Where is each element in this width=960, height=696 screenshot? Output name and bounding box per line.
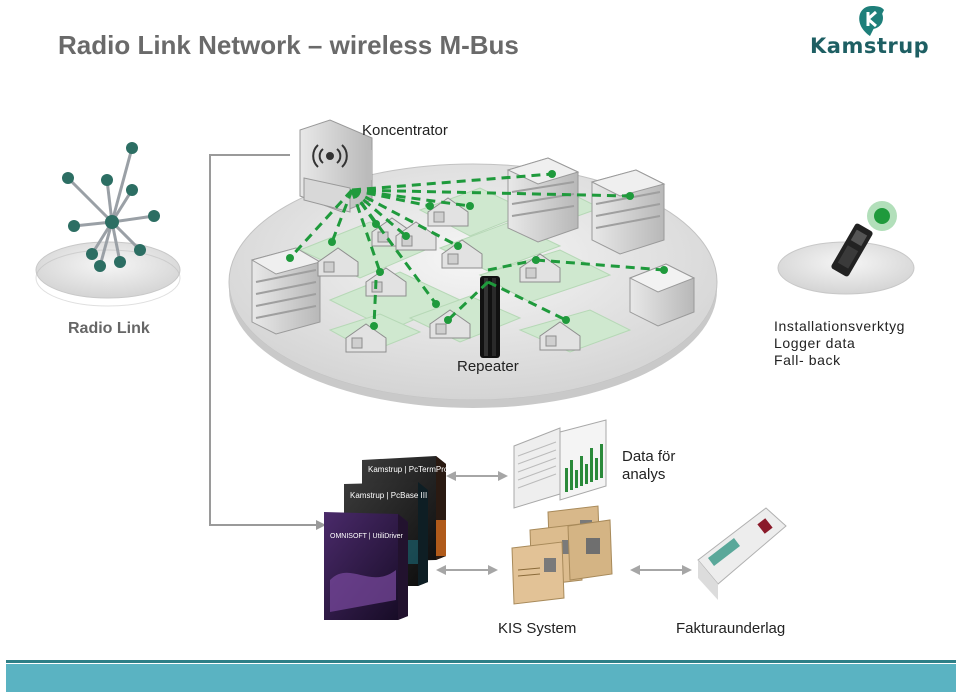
installation-line: Logger data: [774, 335, 856, 351]
radio-link-endpoints: [286, 170, 668, 330]
box-label-back: Kamstrup | PcTermPro III: [368, 465, 457, 474]
kis-folders: [511, 505, 613, 605]
folder: [567, 519, 613, 581]
data-analys-label: Data för analys: [622, 448, 675, 484]
office-building: [628, 263, 696, 327]
footer-divider: [6, 660, 956, 663]
apartment-building-right: [590, 169, 666, 255]
double-arrow: [630, 565, 692, 575]
folder: [511, 541, 565, 605]
network-diagram: Kamstrup | PcTermPro III Kamstrup | PcBa…: [35, 119, 915, 620]
house: [539, 321, 581, 351]
handheld-device-icon: [831, 201, 897, 277]
apartment-building-left: [250, 247, 322, 335]
radio-link-nodes: [62, 142, 160, 272]
wireless-signal-icon: [312, 144, 348, 168]
installation-line: Fall- back: [774, 352, 841, 368]
software-box-front: [324, 512, 408, 620]
radio-links: [288, 172, 665, 327]
connector-line: [209, 154, 326, 530]
house: [317, 247, 359, 277]
faktura-label: Fakturaunderlag: [676, 620, 786, 637]
page-title: Radio Link Network – wireless M-Bus: [58, 30, 519, 60]
footer-bar: [6, 664, 956, 692]
double-arrow: [436, 565, 498, 575]
analysis-chart-cards: [513, 419, 607, 509]
box-label-middle: Kamstrup | PcBase III: [350, 491, 427, 500]
repeater-tower: [480, 276, 500, 358]
installation-tool-label: Installationsverktyg Logger data Fall- b…: [774, 318, 905, 369]
kis-system-label: KIS System: [498, 620, 577, 637]
house: [345, 323, 387, 353]
double-arrow: [446, 471, 508, 481]
koncentrator-label: Koncentrator: [362, 122, 448, 139]
kamstrup-logo-icon: [859, 6, 884, 36]
repeater-label: Repeater: [457, 358, 519, 375]
houses: [317, 197, 581, 353]
apartment-building-center: [506, 157, 580, 243]
logo-text: Kamstrup: [810, 34, 930, 58]
box-label-front: OMNISOFT | UtiliDriver: [330, 533, 404, 540]
kamstrup-logo: Kamstrup: [810, 4, 930, 62]
installation-line: Installationsverktyg: [774, 318, 906, 334]
invoice-envelope: [697, 507, 787, 600]
radio-link-plate: [35, 241, 181, 307]
radio-link-label: Radio Link: [68, 320, 150, 337]
data-analys-line: analys: [622, 466, 666, 483]
data-analys-line: Data för: [622, 448, 676, 465]
house: [429, 309, 471, 339]
